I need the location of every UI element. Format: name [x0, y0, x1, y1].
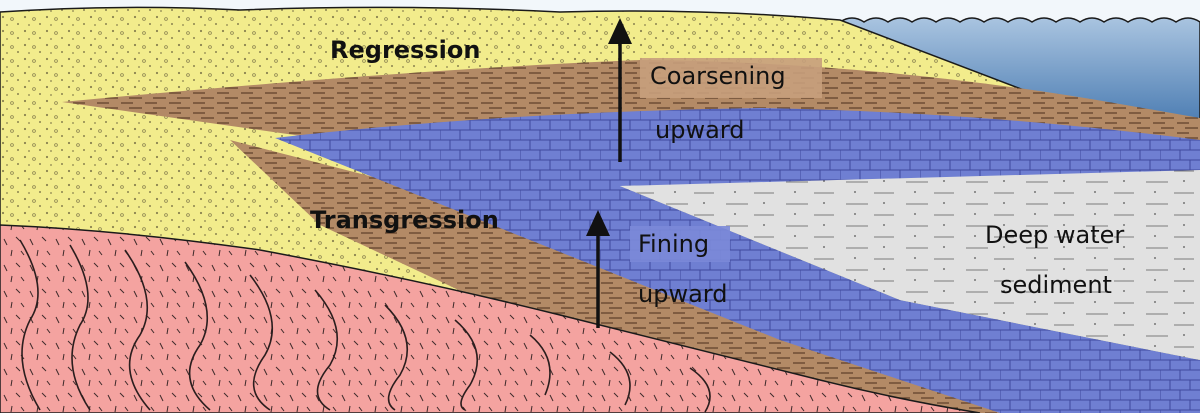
bedrock-layer — [0, 224, 981, 413]
limestone-layer — [275, 108, 1200, 413]
coarsening-label-backdrop — [640, 58, 822, 98]
deep-water-sediment-label-line2: sediment — [1000, 271, 1112, 299]
bedrock-fold-lines — [19, 239, 711, 413]
transgression-label: Transgression — [310, 206, 499, 234]
sea — [838, 17, 1200, 121]
up-arrow-icon — [608, 18, 632, 162]
regression-label: Regression — [330, 36, 480, 64]
fining-upward-label-line2: upward — [638, 280, 727, 308]
coarsening-upward-label-line1: Coarsening — [650, 62, 786, 90]
coarsening-upward-label-line2: upward — [655, 116, 744, 144]
deep-water-sediment-layer — [620, 170, 1200, 360]
fining-upward-label-line1: Fining — [638, 230, 709, 258]
fining-label-backdrop — [630, 226, 730, 262]
deep-water-sediment-label-line1: Deep water — [985, 221, 1124, 249]
up-arrow-icon — [586, 210, 610, 328]
